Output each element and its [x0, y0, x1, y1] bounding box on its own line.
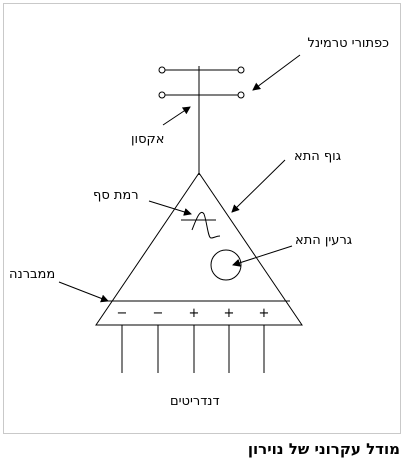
label-membrane: ממברנה: [9, 267, 56, 282]
label-terminal-buttons: כפתורי טרמינל: [307, 36, 389, 51]
cell-body-arrow: [231, 159, 286, 213]
membrane-arrow: [58, 281, 109, 303]
membrane-charges: − − + + +: [117, 306, 270, 321]
terminal-buttons: [158, 66, 245, 99]
label-cell-body: גוף התא: [294, 149, 342, 164]
label-threshold: רמת סף: [93, 188, 139, 203]
threshold-waveform: [181, 212, 221, 239]
label-nucleus: גרעין התא: [295, 233, 353, 248]
nucleus-circle: [210, 249, 242, 281]
threshold-arrow: [148, 200, 192, 216]
figure-caption: מודל עקרוני של נוירון: [247, 440, 400, 458]
axon-arrow: [162, 106, 191, 126]
cell-body-triangle: [95, 172, 303, 326]
nucleus-arrow: [232, 245, 293, 267]
charge-sign: +: [189, 306, 200, 321]
diagram-frame: [3, 3, 401, 434]
terminal-arrow: [252, 54, 301, 91]
charge-sign: −: [153, 306, 164, 321]
dendrites: [121, 325, 265, 373]
charge-sign: +: [224, 306, 235, 321]
charge-sign: −: [117, 306, 128, 321]
label-axon: אקסון: [131, 132, 165, 147]
charge-sign: +: [259, 306, 270, 321]
label-dendrites: דנדריטים: [170, 394, 220, 409]
